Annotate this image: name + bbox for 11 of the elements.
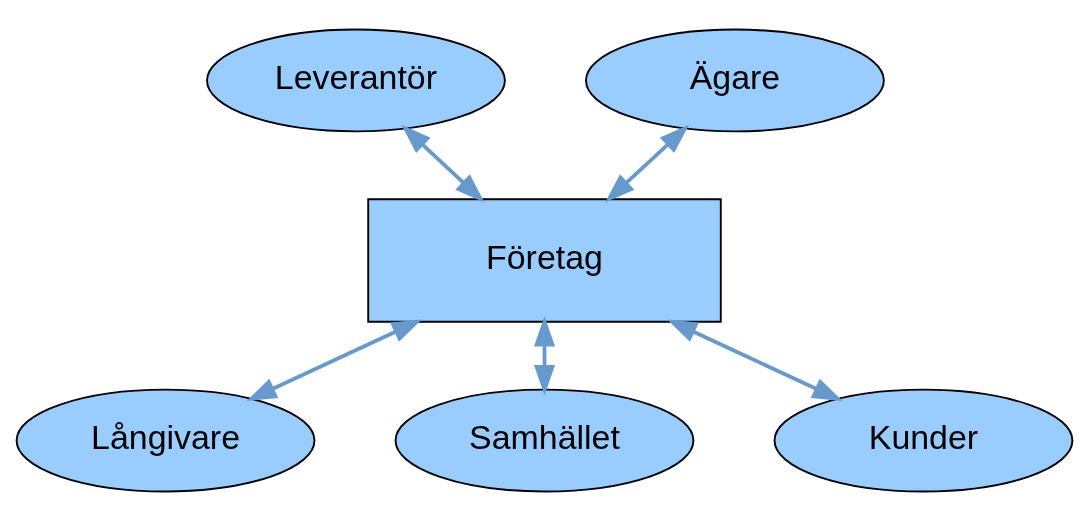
arrow	[401, 124, 485, 203]
node-box: Företag	[367, 198, 722, 323]
node-ellipse: Samhället	[394, 388, 695, 493]
arrow	[246, 319, 422, 402]
node-ellipse: Leverantör	[206, 28, 506, 133]
node-ellipse: Kunder	[773, 388, 1074, 493]
node-ellipse: Långivare	[15, 388, 316, 493]
node-ellipse: Ägare	[585, 28, 885, 133]
arrow	[533, 316, 556, 396]
arrow	[667, 319, 843, 402]
arrow	[605, 124, 690, 203]
